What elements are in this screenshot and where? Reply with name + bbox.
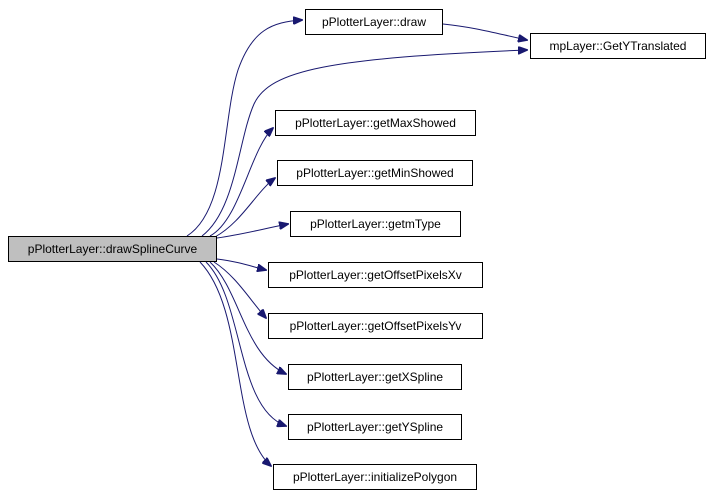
node-label: pPlotterLayer::getOffsetPixelsXv (289, 268, 462, 282)
node-label: pPlotterLayer::draw (321, 15, 427, 29)
node-label: pPlotterLayer::getXSpline (306, 370, 444, 384)
node-label: pPlotterLayer::getMaxShowed (295, 116, 456, 130)
edge-root-to-get-y-spline (205, 261, 286, 426)
node-get-offset-pixels-xv[interactable]: pPlotterLayer::getOffsetPixelsXv (268, 262, 483, 288)
edge-root-to-get-x-spline (209, 261, 286, 374)
edge-root-to-get-max-showed (209, 128, 273, 237)
node-get-y-translated[interactable]: mpLayer::GetYTranslated (530, 33, 706, 59)
node-label: mpLayer::GetYTranslated (549, 39, 687, 53)
edge-root-to-get-min-showed (214, 178, 275, 238)
node-get-y-spline[interactable]: pPlotterLayer::getYSpline (288, 414, 462, 440)
node-get-max-showed[interactable]: pPlotterLayer::getMaxShowed (275, 110, 476, 136)
node-label: pPlotterLayer::getMinShowed (296, 166, 454, 180)
node-get-m-type[interactable]: pPlotterLayer::getmType (290, 211, 461, 237)
node-get-x-spline[interactable]: pPlotterLayer::getXSpline (288, 364, 462, 390)
node-get-offset-pixels-yv[interactable]: pPlotterLayer::getOffsetPixelsYv (268, 313, 483, 339)
edge-draw-to-get-y-translated (442, 23, 527, 40)
node-draw-spline-curve: pPlotterLayer::drawSplineCurve (8, 236, 217, 262)
node-label: pPlotterLayer::getOffsetPixelsYv (289, 319, 462, 333)
edge-root-to-get-m-type (216, 224, 288, 239)
node-draw[interactable]: pPlotterLayer::draw (305, 9, 443, 35)
edge-root-to-get-y-translated (201, 50, 527, 237)
node-label: pPlotterLayer::initializePolygon (292, 470, 458, 484)
edge-root-to-get-offset-pixels-yv (213, 261, 266, 318)
edge-root-to-get-offset-pixels-xv (216, 258, 266, 270)
edge-root-to-draw (186, 20, 302, 237)
edge-root-to-initialize-polygon (199, 261, 271, 466)
node-initialize-polygon[interactable]: pPlotterLayer::initializePolygon (273, 464, 477, 490)
node-get-min-showed[interactable]: pPlotterLayer::getMinShowed (277, 160, 473, 186)
node-label: pPlotterLayer::getYSpline (306, 420, 444, 434)
node-label: pPlotterLayer::drawSplineCurve (27, 242, 198, 256)
node-label: pPlotterLayer::getmType (310, 217, 441, 231)
